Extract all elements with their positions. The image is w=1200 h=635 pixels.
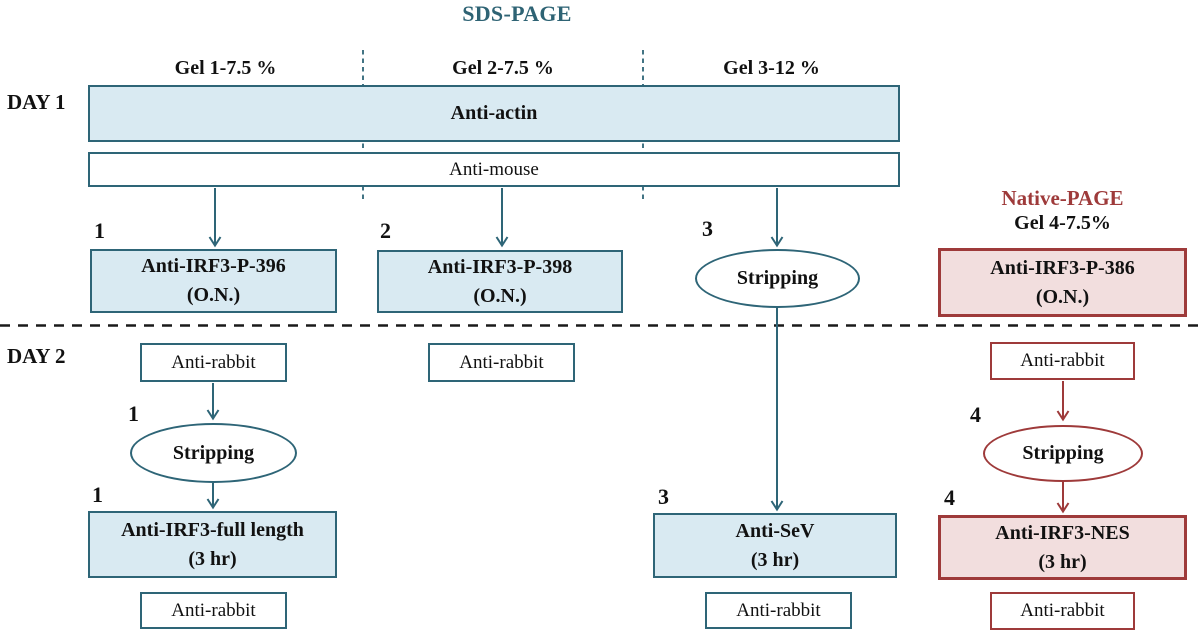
gel4-header: Gel 4-7.5% xyxy=(1014,212,1111,234)
gel2-header: Gel 2-7.5 % xyxy=(452,56,554,79)
anti-actin-bar: Anti-actin xyxy=(88,85,900,142)
arrow-down-icon xyxy=(770,188,784,248)
day2-label: DAY 2 xyxy=(7,344,66,368)
stripping-ellipse-day1: Stripping xyxy=(695,249,860,308)
step-number-1: 1 xyxy=(94,218,105,243)
antibody-name: Anti-IRF3-NES xyxy=(995,521,1130,544)
day1-label: DAY 1 xyxy=(7,90,66,114)
arrow-down-icon xyxy=(1056,381,1070,422)
anti-rabbit-box: Anti-rabbit xyxy=(990,592,1135,630)
antibody-name: Anti-IRF3-P-398 xyxy=(427,255,573,278)
anti-irf3-p398-box: Anti-IRF3-P-398 (O.N.) xyxy=(377,250,623,313)
arrow-down-icon xyxy=(770,308,784,512)
incubation-time: (O.N.) xyxy=(186,284,241,306)
incubation-time: (O.N.) xyxy=(1035,285,1090,308)
gel1-header: Gel 1-7.5 % xyxy=(174,56,277,79)
anti-irf3-full-length-box: Anti-IRF3-full length (3 hr) xyxy=(88,511,337,578)
arrow-down-icon xyxy=(1056,482,1070,514)
anti-rabbit-box: Anti-rabbit xyxy=(140,343,287,382)
anti-irf3-nes-box: Anti-IRF3-NES (3 hr) xyxy=(938,515,1187,580)
stripping-ellipse-day2-native: Stripping xyxy=(983,425,1143,482)
anti-irf3-p386-box: Anti-IRF3-P-386 (O.N.) xyxy=(938,248,1187,317)
step-number-1: 1 xyxy=(92,482,103,507)
antibody-name: Anti-IRF3-P-396 xyxy=(141,255,286,277)
native-page-title: Native-PAGE xyxy=(1001,186,1124,210)
anti-irf3-p396-box: Anti-IRF3-P-396 (O.N.) xyxy=(90,249,337,313)
stripping-ellipse-day2: Stripping xyxy=(130,423,297,483)
anti-sev-box: Anti-SeV (3 hr) xyxy=(653,513,897,578)
incubation-time: (3 hr) xyxy=(188,547,237,570)
arrow-down-icon xyxy=(206,383,220,421)
antibody-name: Anti-IRF3-full length xyxy=(121,518,304,541)
anti-rabbit-box: Anti-rabbit xyxy=(705,592,852,629)
incubation-time: (3 hr) xyxy=(750,548,800,571)
step-number-3: 3 xyxy=(658,484,669,509)
antibody-name: Anti-IRF3-P-386 xyxy=(990,256,1135,279)
incubation-time: (3 hr) xyxy=(1038,550,1087,573)
arrow-down-icon xyxy=(495,188,509,248)
anti-mouse-bar: Anti-mouse xyxy=(88,152,900,187)
gel3-header: Gel 3-12 % xyxy=(723,56,820,79)
antibody-name: Anti-SeV xyxy=(735,519,815,542)
arrow-down-icon xyxy=(206,483,220,510)
step-number-3: 3 xyxy=(702,216,713,241)
step-number-4: 4 xyxy=(944,485,955,510)
incubation-time: (O.N.) xyxy=(473,284,527,307)
anti-rabbit-box: Anti-rabbit xyxy=(140,592,287,629)
anti-rabbit-box: Anti-rabbit xyxy=(990,342,1135,380)
step-number-1: 1 xyxy=(128,401,139,426)
step-number-4: 4 xyxy=(970,402,981,427)
step-number-2: 2 xyxy=(380,218,391,243)
anti-rabbit-box: Anti-rabbit xyxy=(428,343,575,382)
sds-page-title: SDS-PAGE xyxy=(462,1,572,26)
arrow-down-icon xyxy=(208,188,222,248)
